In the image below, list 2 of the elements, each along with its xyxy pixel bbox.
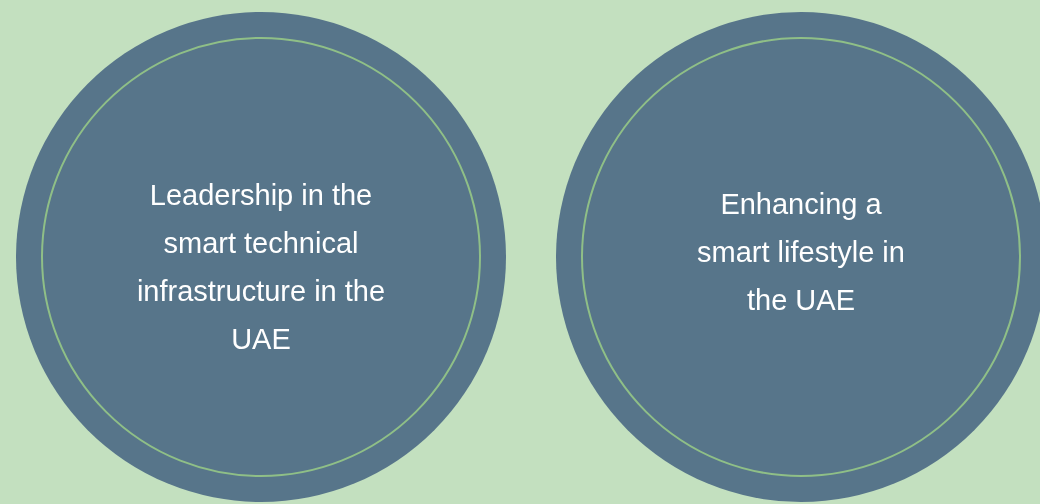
- circle-text: Leadership in the smart technical infrastructure in the UAE: [135, 178, 387, 357]
- circle-text: Enhancing a smart lifestyle in the UAE: [696, 187, 906, 318]
